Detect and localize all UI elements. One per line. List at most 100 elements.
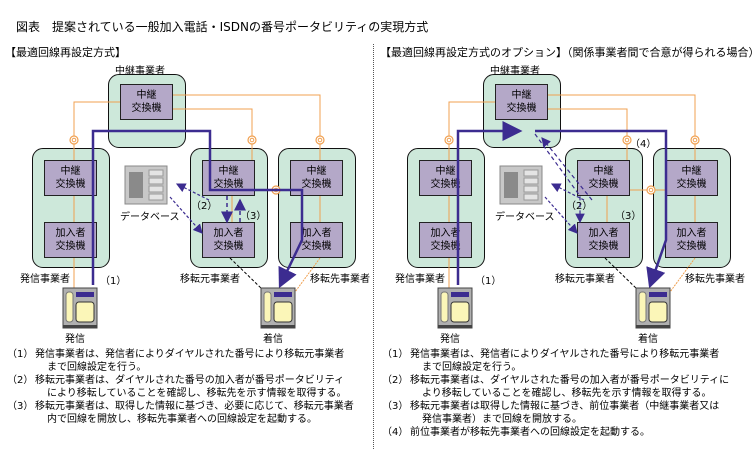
note-text-cont: まで回線設定を行う。 bbox=[47, 362, 147, 373]
interconnect-icon bbox=[315, 135, 325, 145]
interconnect-icon bbox=[444, 135, 454, 145]
transit-carrier-label: 中継事業者 bbox=[490, 66, 540, 77]
callee-phone-icon-base bbox=[261, 325, 295, 328]
callee-phone-icon-handset bbox=[638, 291, 647, 323]
released-access-line bbox=[229, 257, 264, 291]
note-text-cont: まで回線設定を行う。 bbox=[422, 362, 522, 373]
panel-divider bbox=[373, 44, 374, 449]
interconnect-icon bbox=[690, 135, 700, 145]
dest-transit-switch: 中継交換機 bbox=[665, 160, 718, 196]
database-icon-drawer bbox=[148, 169, 164, 177]
note-number: （1） bbox=[382, 349, 409, 360]
database-icon-panel bbox=[129, 172, 143, 198]
callee-phone-icon-keypad bbox=[273, 301, 293, 323]
caller-phone-icon-keypad bbox=[450, 301, 470, 323]
source-carrier-label: 移転元事業者 bbox=[180, 274, 240, 285]
db-response-arrow bbox=[544, 196, 578, 234]
note-number: （3） bbox=[382, 401, 409, 412]
database-icon-drawer bbox=[148, 193, 164, 201]
note-text-cont: 内で回線を開放し、移転先事業者への回線設定を起動する。 bbox=[47, 414, 317, 425]
caller-phone-icon-keypad bbox=[75, 301, 95, 323]
note-text-cont: より移転していることを確認し、移転先を示す情報を取得する。 bbox=[422, 388, 712, 399]
caller-phone-icon-display bbox=[451, 292, 469, 297]
caller-phone-icon-base bbox=[438, 325, 472, 328]
interconnect-icon bbox=[247, 135, 257, 145]
db-query-arrow bbox=[175, 183, 210, 201]
note-number: （3） bbox=[7, 401, 34, 412]
dest-transit-switch: 中継交換機 bbox=[290, 160, 343, 196]
note-text-cont: 発信事業者）まで回線を開放する。 bbox=[422, 414, 582, 425]
dest-access-line bbox=[294, 257, 321, 293]
note-text: 移転元事業者は、ダイヤルされた番号の加入者が番号ポータビリティ bbox=[35, 375, 345, 386]
callee-phone-icon-display bbox=[649, 292, 667, 297]
origin-carrier-label: 発信事業者 bbox=[20, 274, 70, 285]
database-icon-drawer bbox=[148, 185, 164, 193]
caller-phone-icon-base bbox=[63, 325, 97, 328]
db-query-arrow bbox=[550, 183, 585, 201]
note-text: 移転元事業者は取得した情報に基づき、前位事業者（中継事業者又は bbox=[410, 401, 720, 412]
note-text-cont: により移転していることを確認し、移転先を示す情報を取得する。 bbox=[47, 388, 347, 399]
note-text: 移転元事業者は、ダイヤルされた番号の加入者が番号ポータビリティに bbox=[410, 375, 730, 386]
caller-label: 発信 bbox=[65, 334, 85, 345]
database-label: データベース bbox=[495, 212, 555, 223]
step-marker-4: （4） bbox=[630, 139, 657, 150]
origin-carrier-label: 発信事業者 bbox=[395, 274, 445, 285]
dest-access-line bbox=[669, 257, 696, 293]
callee-phone-icon-handset bbox=[263, 291, 272, 323]
interconnect-icon-inner bbox=[249, 137, 255, 143]
callee-label: 着信 bbox=[263, 334, 283, 345]
caller-label: 発信 bbox=[440, 334, 460, 345]
note-text: 発信事業者は、発信者によりダイヤルされた番号により移転元事業者 bbox=[35, 349, 345, 360]
caller-phone-icon-display bbox=[76, 292, 94, 297]
trunk-line bbox=[548, 94, 696, 160]
step-marker-2: （2） bbox=[191, 201, 218, 212]
origin-transit-switch: 中継交換機 bbox=[44, 160, 97, 196]
database-icon-drawer bbox=[523, 169, 539, 177]
call-path bbox=[91, 129, 304, 289]
callee-phone-icon-keypad bbox=[648, 301, 668, 323]
interconnect-icon-inner bbox=[692, 137, 698, 143]
database-icon-drawer bbox=[523, 193, 539, 201]
source-transit-switch: 中継交換機 bbox=[577, 160, 630, 196]
dest-carrier-label: 移転先事業者 bbox=[685, 274, 745, 285]
callee-phone-icon-display bbox=[274, 292, 292, 297]
note-text: 移転元事業者は、取得した情報に基づき、必要に応じて、移転元事業者 bbox=[35, 401, 354, 412]
dest-carrier-label: 移転先事業者 bbox=[310, 274, 370, 285]
release-arrow bbox=[541, 137, 593, 201]
origin-transit-switch: 中継交換機 bbox=[419, 160, 472, 196]
source-subscriber-switch: 加入者交換機 bbox=[202, 222, 255, 258]
database-icon-drawer bbox=[148, 177, 164, 185]
step-marker-1: （1） bbox=[475, 276, 502, 287]
released-access-line bbox=[604, 257, 639, 291]
origin-subscriber-switch: 加入者交換機 bbox=[44, 222, 97, 258]
interconnect-icon-inner bbox=[317, 137, 323, 143]
note-number: （1） bbox=[7, 349, 34, 360]
interconnect-icon-inner bbox=[71, 137, 77, 143]
release-arrow-2 bbox=[534, 133, 585, 224]
interconnect-icon bbox=[69, 135, 79, 145]
note-text: 前位事業者が移転先事業者への回線設定を起動する。 bbox=[410, 427, 650, 438]
callee-label: 着信 bbox=[638, 334, 658, 345]
transit-carrier-label: 中継事業者 bbox=[115, 66, 165, 77]
transit-switch: 中継交換機 bbox=[495, 84, 548, 120]
note-number: （2） bbox=[7, 375, 34, 386]
note-number: （2） bbox=[382, 375, 409, 386]
caller-phone-icon-handset bbox=[65, 291, 74, 323]
call-path-origin bbox=[456, 121, 523, 285]
dest-subscriber-switch: 加入者交換機 bbox=[290, 222, 343, 258]
database-icon-panel bbox=[504, 172, 518, 198]
note-text: 発信事業者は、発信者によりダイヤルされた番号により移転元事業者 bbox=[410, 349, 720, 360]
database-icon-drawer bbox=[523, 185, 539, 193]
panel-heading: 【最適回線再設定方式】 bbox=[5, 46, 126, 59]
origin-subscriber-switch: 加入者交換機 bbox=[419, 222, 472, 258]
interconnect-icon-inner bbox=[446, 137, 452, 143]
interconnect-icon-inner bbox=[624, 137, 630, 143]
figure-title: 図表 提案されている一般加入電話・ISDNの番号ポータビリティの実現方式 bbox=[16, 20, 429, 34]
db-response-arrow bbox=[169, 196, 203, 234]
caller-phone-icon-handset bbox=[440, 291, 449, 323]
step-marker-3: （3） bbox=[615, 211, 642, 222]
source-carrier-label: 移転元事業者 bbox=[555, 274, 615, 285]
note-number: （4） bbox=[382, 427, 409, 438]
